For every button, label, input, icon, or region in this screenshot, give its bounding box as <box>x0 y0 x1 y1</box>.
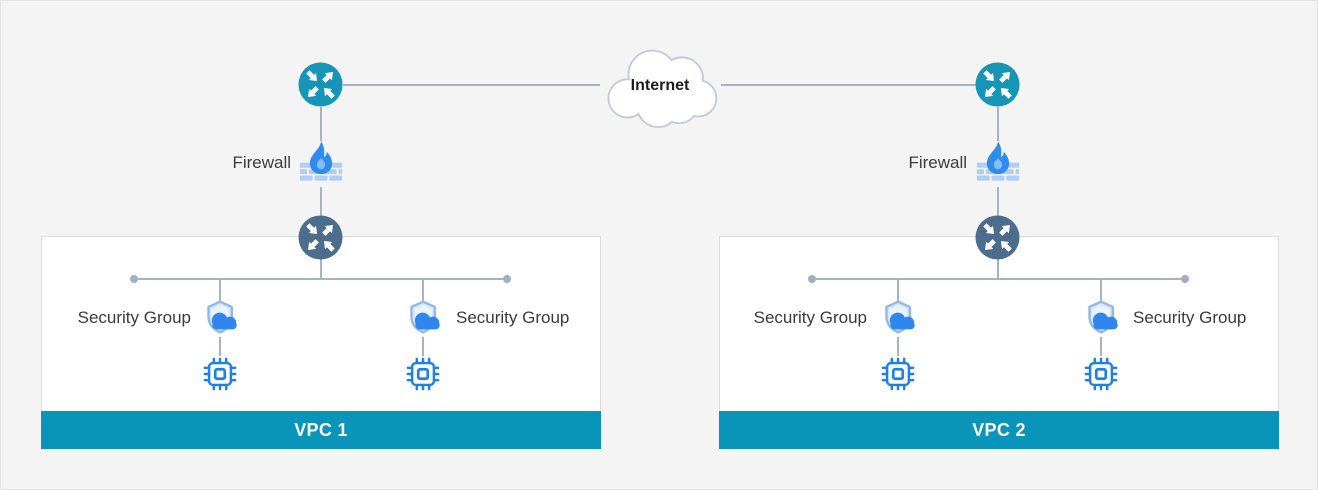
security-group-icon-2 <box>405 299 447 337</box>
instance-chip-icon-3 <box>879 355 917 393</box>
firewall-icon-left <box>297 140 345 188</box>
firewall-label-left: Firewall <box>232 153 291 172</box>
vpc-router-icon-right <box>975 215 1020 260</box>
security-group-label-3: Security Group <box>753 308 867 327</box>
vpc-2-label: VPC 2 <box>972 419 1026 440</box>
internet-cloud-icon <box>597 43 723 129</box>
instance-chip-icon-4 <box>1082 355 1120 393</box>
security-group-label-1: Security Group <box>77 308 191 327</box>
vpc-1-label: VPC 1 <box>294 419 348 440</box>
instance-chip-icon-2 <box>404 355 442 393</box>
vpc-router-icon-left <box>298 215 343 260</box>
security-group-icon-3 <box>880 299 922 337</box>
edge-router-icon-right <box>975 62 1020 107</box>
vpc-1-title-bar: VPC 1 <box>41 411 601 449</box>
firewall-icon-right <box>974 140 1022 188</box>
vpc-2-title-bar: VPC 2 <box>719 411 1279 449</box>
security-group-label-4: Security Group <box>1133 308 1247 327</box>
instance-chip-icon-1 <box>201 355 239 393</box>
vpc-1-box: VPC 1 <box>41 236 601 449</box>
edge-router-icon-left <box>298 62 343 107</box>
security-group-label-2: Security Group <box>456 308 570 327</box>
firewall-label-right: Firewall <box>908 153 967 172</box>
internet-label: Internet <box>630 77 690 94</box>
security-group-icon-4 <box>1083 299 1125 337</box>
security-group-icon-1 <box>202 299 244 337</box>
